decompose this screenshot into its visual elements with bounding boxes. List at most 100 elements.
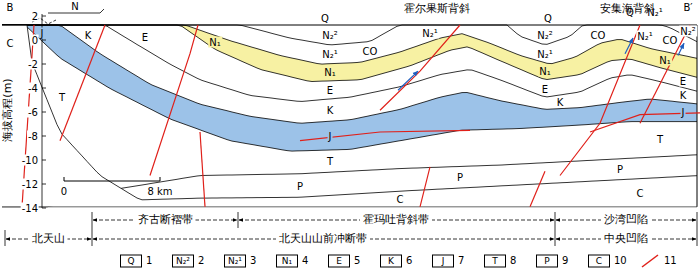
axis-tick-label: 0 xyxy=(31,35,39,46)
fault-line xyxy=(560,25,640,176)
fault-line xyxy=(200,132,205,207)
zone-name: 齐古断褶带 xyxy=(135,214,196,226)
legend-number: 10 xyxy=(614,256,627,266)
horizon-line xyxy=(2,25,697,101)
legend-number: 8 xyxy=(510,256,516,266)
formation-fill xyxy=(2,25,697,207)
legend-sample-box: E xyxy=(328,255,350,268)
formation-label: J xyxy=(681,106,686,117)
formation-label: N₂¹ xyxy=(646,7,664,18)
legend-number: 11 xyxy=(664,256,677,266)
axis-tick xyxy=(42,88,46,89)
formation-label: N₁ xyxy=(658,55,672,66)
horizon-line xyxy=(2,25,697,123)
formation-label: N₂¹ xyxy=(536,48,554,59)
legend-sample-box: C xyxy=(588,255,610,268)
axis-tick-label: -2 xyxy=(27,59,39,70)
slip-arrow xyxy=(398,71,418,90)
bracket-divider xyxy=(555,212,556,246)
formation-label: N₂² xyxy=(536,30,554,41)
legend-number: 7 xyxy=(458,256,464,266)
co-label: CO xyxy=(590,29,607,40)
zone-name: 北天山 xyxy=(29,233,68,245)
axis-tick xyxy=(42,160,46,161)
scale-bar xyxy=(64,177,160,181)
formation-label: N₁ xyxy=(208,37,222,48)
section-end-label: B′ xyxy=(682,2,693,13)
legend-sample-box: N₂¹ xyxy=(224,255,246,268)
axis-tick xyxy=(42,184,46,185)
formation-label: Q xyxy=(543,13,553,24)
co-label: CO xyxy=(362,45,379,56)
ground-surface xyxy=(2,25,697,26)
formation-label: C xyxy=(6,38,15,49)
axis-tick xyxy=(42,136,46,137)
formation-label: N₂¹ xyxy=(421,28,439,39)
formation-label: N₂¹ xyxy=(321,49,339,60)
elevation-axis xyxy=(42,14,43,208)
axis-tick-label: -14 xyxy=(21,203,39,214)
legend-sample-box: N₂² xyxy=(172,255,194,268)
legend-sample-box: N₁ xyxy=(276,255,298,268)
formation-fill xyxy=(2,25,697,207)
legend-number: 6 xyxy=(406,256,412,266)
axis-tick-label: -12 xyxy=(21,179,39,190)
legend-number: 2 xyxy=(198,256,204,266)
formation-label: J xyxy=(40,28,45,39)
formation-fill xyxy=(2,25,697,207)
fault-line xyxy=(300,130,470,140)
zone-name: 北天山山前冲断带 xyxy=(276,233,370,245)
formation-label: K xyxy=(84,30,93,41)
formation-label: K xyxy=(556,96,565,107)
structure-name: 霍尔果斯背斜 xyxy=(401,3,473,15)
co-label: CO xyxy=(662,35,679,46)
slip-arrow xyxy=(678,43,684,55)
axis-tick-label: 2 xyxy=(31,11,39,22)
formation-label: E xyxy=(326,84,334,95)
fault-line xyxy=(150,25,198,176)
section-base xyxy=(2,206,697,207)
formation-label: C xyxy=(636,187,645,198)
formation-label: N₂² xyxy=(321,30,339,41)
legend-sample-box: K xyxy=(380,255,402,268)
legend-number: 5 xyxy=(354,256,360,266)
bracket-divider xyxy=(92,212,93,246)
formation-label: P xyxy=(456,172,464,183)
bracket-divider xyxy=(697,212,698,246)
formation-label: Q xyxy=(320,13,330,24)
section-edge xyxy=(697,25,698,207)
horizon-line xyxy=(2,25,697,45)
formation-label: N₁ xyxy=(538,66,552,77)
axis-tick xyxy=(42,40,46,41)
axis-tick xyxy=(42,112,46,113)
zone-name: 霍玛吐背斜带 xyxy=(360,214,432,226)
formation-label: E xyxy=(679,75,687,86)
fault-line xyxy=(530,171,545,207)
scale-label: 8 km xyxy=(146,186,173,197)
formation-label: Q xyxy=(625,7,635,18)
legend-sample-box: Q xyxy=(120,255,142,268)
bracket-divider xyxy=(238,212,239,228)
formation-label: K xyxy=(326,105,335,116)
legend-number: 3 xyxy=(250,256,256,266)
zone-name: 沙湾凹陷 xyxy=(601,214,651,226)
formation-fill xyxy=(2,25,697,207)
axis-tick-label: -4 xyxy=(27,83,39,94)
axis-tick-label: -6 xyxy=(27,107,39,118)
north-marker: N xyxy=(70,1,79,12)
horizon-line xyxy=(2,25,697,200)
legend-sample-box: J xyxy=(432,255,454,268)
slip-arrow xyxy=(625,38,633,54)
formation-label: J xyxy=(328,130,333,141)
legend-number: 4 xyxy=(302,256,308,266)
legend-sample-box: P xyxy=(536,255,558,268)
formation-label: E xyxy=(141,32,149,43)
legend-fault-sample xyxy=(642,255,658,267)
formation-label: P xyxy=(616,164,624,175)
scale-label: 0 xyxy=(60,186,68,197)
formation-label: T xyxy=(326,156,334,167)
legend-sample-box: T xyxy=(484,255,506,268)
formation-label: T xyxy=(656,134,664,145)
formation-label: N₁ xyxy=(323,67,337,78)
axis-tick xyxy=(42,208,46,209)
